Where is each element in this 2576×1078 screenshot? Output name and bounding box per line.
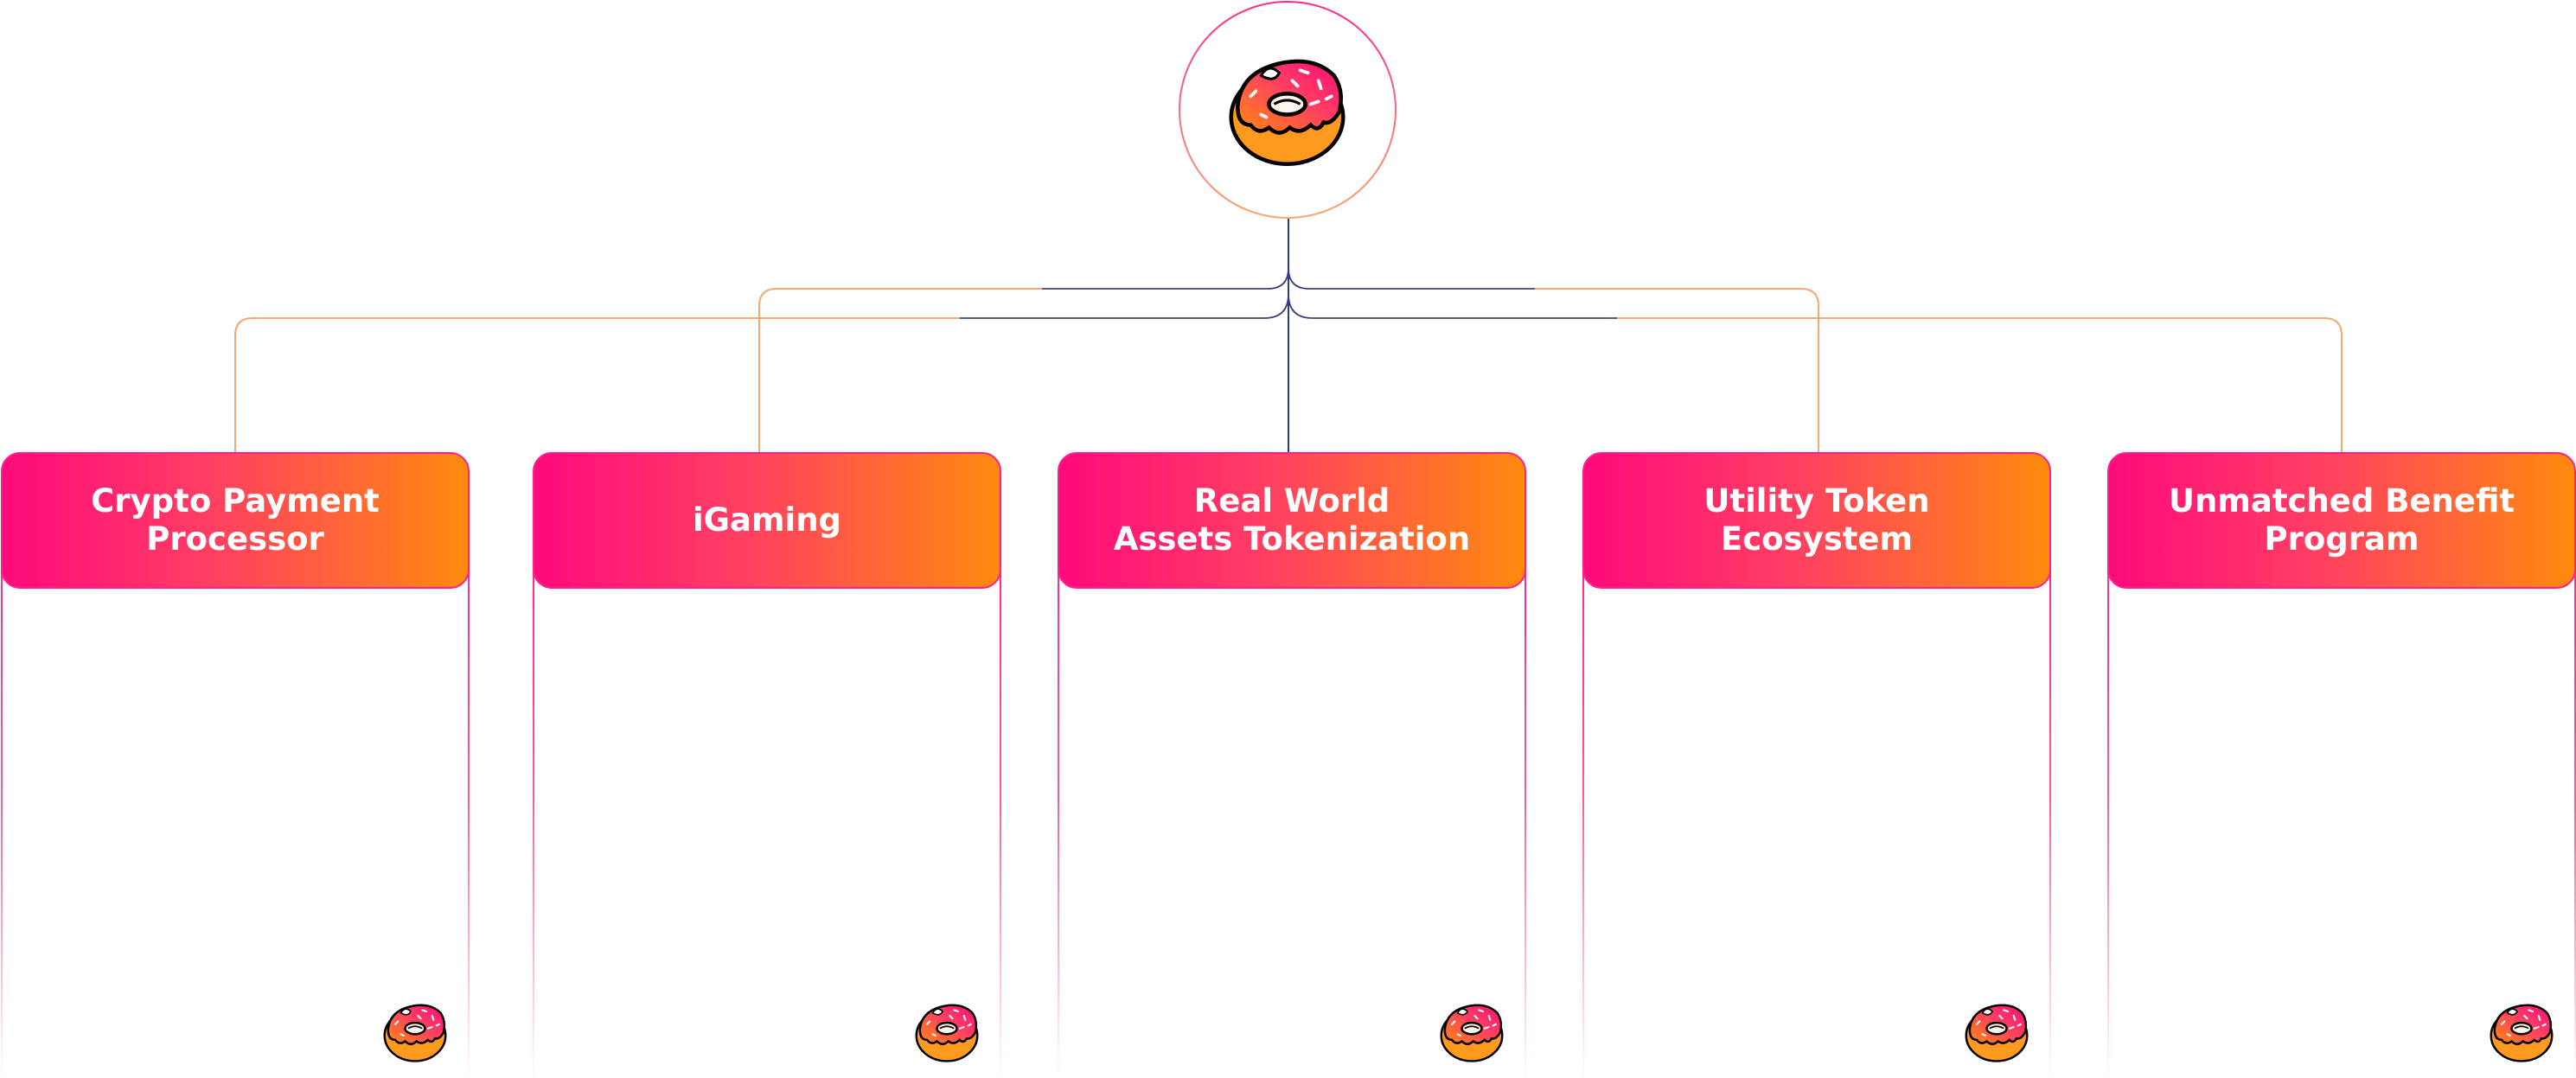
card-utility-token-ecosystem[interactable]: Utility Token Ecosystem bbox=[1582, 452, 2051, 1078]
donut-icon bbox=[383, 1004, 447, 1062]
card-body bbox=[2107, 513, 2576, 1078]
connector-hub-outer-navy bbox=[960, 293, 1617, 319]
donut-icon bbox=[915, 1004, 979, 1062]
root-node bbox=[1179, 1, 1396, 218]
card-body bbox=[1582, 513, 2051, 1078]
donut-icon bbox=[2490, 1004, 2554, 1062]
card-title: iGaming bbox=[533, 452, 1001, 589]
connector-hub-inner-navy bbox=[1042, 267, 1535, 290]
card-real-world-assets-tokenization[interactable]: Real World Assets Tokenization bbox=[1058, 452, 1526, 1078]
card-igaming[interactable]: iGaming bbox=[533, 452, 1001, 1078]
card-title: Crypto Payment Processor bbox=[1, 452, 470, 589]
donut-icon bbox=[1965, 1004, 2029, 1062]
card-title: Unmatched Benefit Program bbox=[2107, 452, 2576, 589]
card-title: Real World Assets Tokenization bbox=[1058, 452, 1526, 589]
donut-icon bbox=[1440, 1004, 1504, 1062]
connector-card-4 bbox=[1288, 267, 1819, 453]
connector-card-2 bbox=[758, 267, 1289, 453]
card-crypto-payment-processor[interactable]: Crypto Payment Processor bbox=[1, 452, 470, 1078]
donut-icon bbox=[1229, 59, 1346, 167]
card-body bbox=[1, 513, 470, 1078]
card-body bbox=[533, 513, 1001, 1078]
card-unmatched-benefit-program[interactable]: Unmatched Benefit Program bbox=[2107, 452, 2576, 1078]
card-title: Utility Token Ecosystem bbox=[1582, 452, 2051, 589]
card-body bbox=[1058, 513, 1526, 1078]
